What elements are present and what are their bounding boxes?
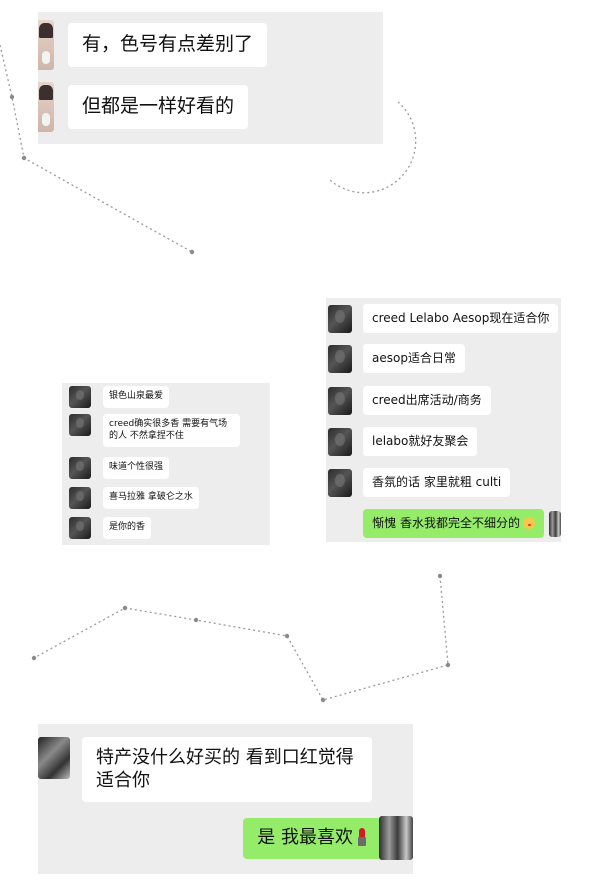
avatar[interactable] (69, 487, 91, 509)
avatar[interactable] (328, 386, 352, 415)
avatar[interactable] (69, 517, 91, 539)
message-bubble[interactable]: lelabo就好友聚会 (363, 427, 478, 456)
avatar[interactable] (38, 737, 70, 779)
message-bubble[interactable]: creed出席活动/商务 (363, 386, 491, 415)
message-row-self: 惭愧 香水我都完全不细分的 (326, 509, 561, 538)
message-bubble[interactable]: 但都是一样好看的 (68, 85, 249, 129)
chat-screenshot-top: 有，色号有点差别了 但都是一样好看的 (38, 12, 383, 144)
message-row: lelabo就好友聚会 (328, 427, 478, 456)
avatar-self[interactable] (549, 510, 561, 537)
avatar[interactable] (328, 427, 352, 456)
message-row: 味道个性很强 (69, 457, 170, 479)
avatar[interactable] (69, 386, 91, 408)
message-row: creed出席活动/商务 (328, 386, 491, 415)
avatar[interactable] (69, 457, 91, 479)
message-bubble[interactable]: aesop适合日常 (363, 344, 465, 373)
message-row: 喜马拉雅 拿破仑之水 (69, 487, 199, 509)
message-bubble[interactable]: 香氛的话 家里就粗 culti (363, 468, 511, 497)
message-row: 是你的香 (69, 517, 152, 539)
message-bubble[interactable]: creed Lelabo Aesop现在适合你 (363, 304, 559, 333)
message-row: creed确实很多香 需要有气场的人 不然拿捏不住 (69, 414, 240, 448)
avatar[interactable] (328, 304, 352, 333)
kissing-face-emoji-icon (523, 517, 535, 529)
message-bubble-self[interactable]: 惭愧 香水我都完全不细分的 (363, 509, 544, 538)
lipstick-emoji-icon (357, 828, 367, 846)
message-row: 香氛的话 家里就粗 culti (328, 468, 511, 497)
avatar[interactable] (69, 414, 91, 436)
message-row: 银色山泉最爱 (69, 386, 170, 408)
message-row-self: 是 我最喜欢 (38, 816, 413, 861)
message-row: 有，色号有点差别了 (38, 20, 268, 70)
message-row: 但都是一样好看的 (38, 82, 249, 132)
message-bubble[interactable]: 特产没什么好买的 看到口红觉得适合你 (82, 737, 372, 802)
chat-screenshot-perfume-notes: 银色山泉最爱 creed确实很多香 需要有气场的人 不然拿捏不住 味道个性很强 … (62, 383, 270, 545)
message-bubble[interactable]: 喜马拉雅 拿破仑之水 (103, 487, 199, 509)
chat-screenshot-perfume-brands: creed Lelabo Aesop现在适合你 aesop适合日常 creed出… (326, 298, 561, 542)
message-bubble-self[interactable]: 是 我最喜欢 (243, 818, 381, 859)
message-row: creed Lelabo Aesop现在适合你 (328, 304, 559, 333)
message-row: 特产没什么好买的 看到口红觉得适合你 (38, 737, 372, 802)
message-bubble[interactable]: creed确实很多香 需要有气场的人 不然拿捏不住 (103, 414, 240, 448)
message-row: aesop适合日常 (328, 344, 465, 373)
message-bubble[interactable]: 是你的香 (103, 517, 152, 539)
message-bubble[interactable]: 味道个性很强 (103, 457, 170, 479)
message-bubble[interactable]: 银色山泉最爱 (103, 386, 170, 408)
avatar[interactable] (38, 20, 54, 70)
avatar[interactable] (38, 82, 54, 132)
avatar-self[interactable] (379, 816, 413, 861)
avatar[interactable] (328, 468, 352, 497)
avatar[interactable] (328, 344, 352, 373)
chat-screenshot-bottom: 特产没什么好买的 看到口红觉得适合你 是 我最喜欢 (38, 724, 413, 874)
message-bubble[interactable]: 有，色号有点差别了 (68, 23, 268, 67)
